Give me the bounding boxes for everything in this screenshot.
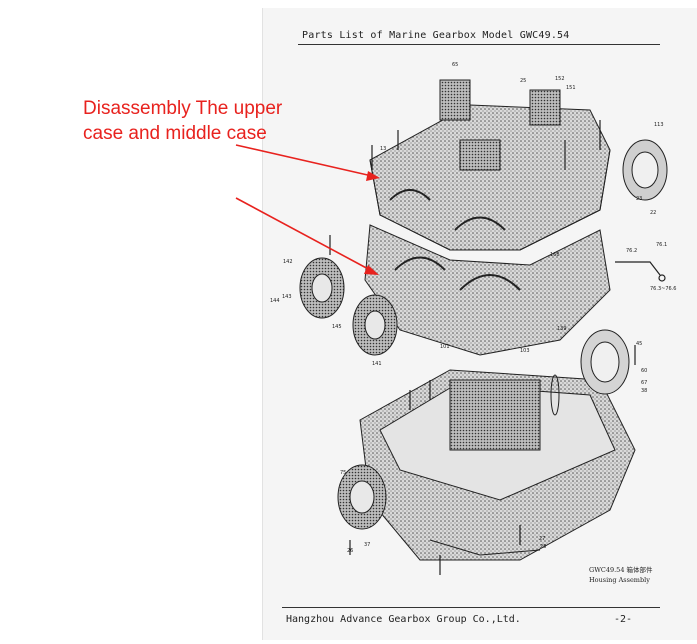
part-label: 145 — [332, 324, 342, 330]
part-label: 151 — [566, 85, 576, 91]
part-label: 152 — [555, 76, 565, 82]
upper-case — [369, 79, 611, 251]
footer-company: Hangzhou Advance Gearbox Group Co.,Ltd. — [286, 614, 521, 625]
part-label: 101 — [440, 344, 450, 350]
part-label: 37 — [364, 542, 370, 548]
annotation-arrows — [235, 144, 380, 275]
left-bottom-flange — [337, 464, 387, 530]
page-number: -2- — [614, 614, 633, 625]
bolts — [329, 120, 636, 575]
part-label: 141 — [372, 361, 382, 367]
part-label: 60 — [641, 368, 647, 374]
part-label: 139 — [557, 326, 567, 332]
part-label: 75 — [340, 470, 346, 476]
part-label: 76.3~76.6 — [650, 286, 676, 292]
annotation-text: Disassembly The upper case and middle ca… — [83, 96, 282, 146]
part-label: 103 — [520, 348, 530, 354]
part-labels: 65 25 152 151 113 13 23 22 76.1 76.2 76.… — [270, 62, 676, 554]
caption-name: Housing Assembly — [589, 576, 650, 584]
part-label: 13 — [380, 146, 386, 152]
part-label: 23 — [636, 196, 642, 202]
part-label: 45 — [636, 341, 642, 347]
sensor-probe — [615, 261, 666, 282]
part-label: 76.2 — [626, 248, 637, 254]
part-label: 26 — [347, 548, 353, 554]
right-mid-flange — [550, 329, 630, 416]
part-label: 144 — [270, 298, 280, 304]
part-label: 65 — [452, 62, 458, 68]
title-rule — [298, 44, 660, 45]
part-label: 27 — [539, 536, 545, 542]
part-label: 142 — [283, 259, 293, 265]
part-label: 113 — [654, 122, 664, 128]
left-flange-2 — [352, 294, 398, 356]
document-title: Parts List of Marine Gearbox Model GWC49… — [302, 30, 570, 41]
caption-model: GWC49.54 箱体部件 — [589, 566, 653, 574]
drawing-caption: GWC49.54 箱体部件 Housing Assembly — [589, 565, 653, 585]
annotation-line-2: case and middle case — [83, 123, 267, 144]
middle-case — [364, 224, 611, 356]
part-label: 67 — [641, 380, 647, 386]
part-label: 22 — [650, 210, 656, 216]
arrow-to-middle-case — [235, 197, 373, 272]
part-label: 28 — [540, 544, 546, 550]
arrow-to-upper-case — [235, 144, 373, 177]
part-label: 38 — [641, 388, 647, 394]
part-label: 25 — [520, 78, 526, 84]
left-flange-1 — [299, 257, 345, 319]
lower-case — [359, 369, 636, 561]
part-label: 168 — [550, 252, 560, 258]
part-label: 143 — [282, 294, 292, 300]
right-top-flange — [622, 139, 668, 201]
arrowhead-middle — [364, 265, 379, 275]
footer-rule — [282, 607, 660, 608]
arrowhead-upper — [366, 171, 380, 181]
annotation-line-1: Disassembly The upper — [83, 98, 283, 119]
part-label: 76.1 — [656, 242, 667, 248]
